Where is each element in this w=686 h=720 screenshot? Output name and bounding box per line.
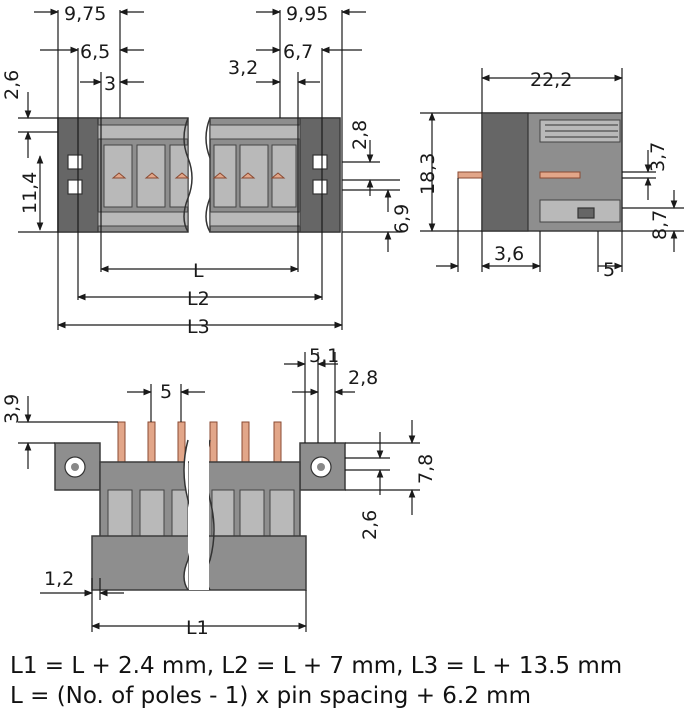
dim-bottom-6: 1,2 (44, 568, 74, 590)
dim-bottom-4: 7,8 (415, 454, 437, 484)
front-view: 9,75 6,5 3 2,6 11,4 9,95 6,7 3,2 2,8 6,9… (1, 3, 413, 338)
dim-side-2: 3,7 (647, 142, 669, 172)
dim-top-left-3: 2,6 (1, 70, 23, 100)
dim-side-1: 18,3 (417, 153, 439, 195)
dim-top-right-0: 9,95 (286, 3, 328, 25)
dim-length-l2: L2 (187, 288, 210, 310)
dim-top-right-2: 3,2 (228, 57, 258, 79)
dim-bottom-5: 2,6 (359, 510, 381, 540)
formula-line-1: L1 = L + 2.4 mm, L2 = L + 7 mm, L3 = L +… (10, 653, 623, 679)
dim-bottom-0: 5 (160, 381, 172, 403)
dim-bottom-3: 3,9 (1, 394, 23, 424)
dim-side-5: 5 (603, 259, 615, 281)
dim-bottom-2: 2,8 (348, 367, 378, 389)
dim-side-3: 8,7 (649, 210, 671, 240)
dim-side-4: 3,6 (494, 243, 524, 265)
dim-top-left-1: 6,5 (80, 41, 110, 63)
dim-top-right-1: 6,7 (283, 41, 313, 63)
dim-top-left-4: 11,4 (19, 172, 41, 214)
side-view: 22,2 18,3 3,7 8,7 3,6 5 (417, 68, 684, 281)
bottom-view: 5 5,1 2,8 3,9 7,8 2,6 1,2 L1 (1, 345, 437, 639)
dim-top-left-0: 9,75 (64, 3, 106, 25)
dim-length-l3: L3 (187, 316, 210, 338)
dim-length-l: L (193, 260, 204, 282)
dim-top-left-2: 3 (104, 73, 116, 95)
dim-top-right-4: 6,9 (391, 204, 413, 234)
dim-length-l1: L1 (186, 617, 209, 639)
dim-side-0: 22,2 (530, 69, 572, 91)
formula-line-2: L = (No. of poles - 1) x pin spacing + 6… (10, 683, 531, 709)
dim-bottom-1: 5,1 (309, 345, 339, 367)
dim-top-right-3: 2,8 (349, 120, 371, 150)
